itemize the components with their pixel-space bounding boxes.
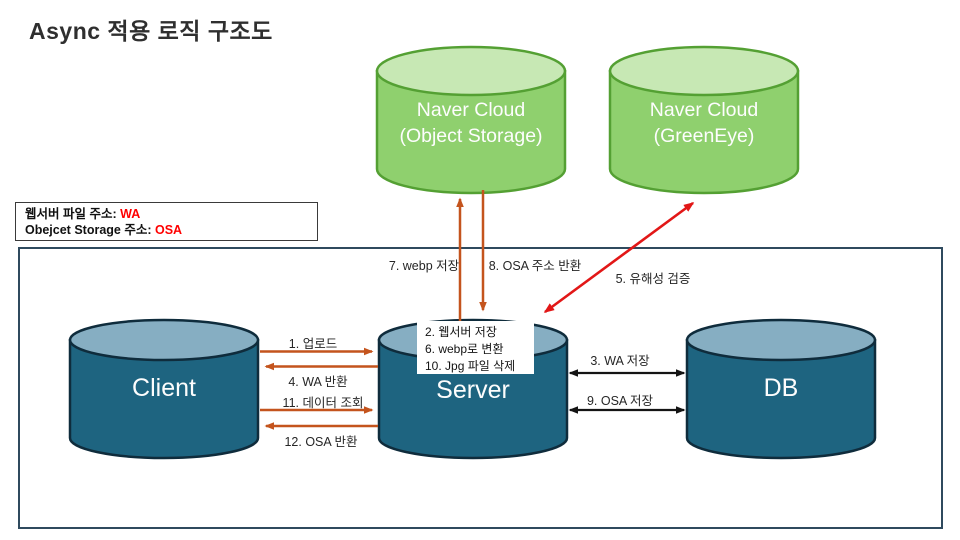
legend-webserver-label: 웹서버 파일 주소:: [25, 207, 117, 221]
cylinder-shape-object-storage: [375, 45, 567, 195]
server-note-line1: 2. 웹서버 저장: [425, 325, 497, 339]
edge-label-upload: 1. 업로드: [288, 337, 338, 351]
legend-storage-label: Obejcet Storage 주소:: [25, 223, 152, 238]
legend-webserver-value: WA: [120, 207, 141, 221]
edge-label-webp-save: 7. webp 저장: [388, 259, 460, 273]
node-client: Client: [68, 318, 260, 460]
edge-label-wa-save: 3. WA 저장: [590, 354, 650, 368]
page-title: Async 적용 로직 구조도: [29, 18, 273, 44]
server-note-line3: 10. Jpg 파일 삭제: [425, 359, 516, 374]
legend-storage-value: OSA: [154, 223, 183, 238]
node-db: DB: [685, 318, 877, 460]
legend-line-webserver: 웹서버 파일 주소: WA: [25, 206, 308, 222]
edge-label-wa-return: 4. WA 반환: [288, 375, 348, 389]
legend-box: 웹서버 파일 주소: WA Obejcet Storage 주소: OSA: [15, 202, 318, 241]
node-object-storage: Naver Cloud (Object Storage): [375, 45, 567, 195]
edge-label-osa-return: 12. OSA 반환: [284, 435, 358, 449]
edge-label-osa-save: 9. OSA 저장: [586, 394, 654, 408]
cylinder-shape-greeneye: [608, 45, 800, 195]
legend-line-storage: Obejcet Storage 주소: OSA: [25, 222, 308, 238]
cylinder-shape-client: [68, 318, 260, 460]
edge-label-harmful-check: 5. 유해성 검증: [615, 272, 691, 286]
edge-label-data-query: 11. 데이터 조회: [282, 396, 364, 410]
cylinder-shape-db: [685, 318, 877, 460]
node-greeneye: Naver Cloud (GreenEye): [608, 45, 800, 195]
server-note-line2: 6. webp로 변환: [425, 342, 504, 357]
server-note-box: 2. 웹서버 저장 6. webp로 변환 10. Jpg 파일 삭제: [417, 321, 534, 374]
edge-label-osa-addr-return: 8. OSA 주소 반환: [488, 259, 582, 273]
system-boundary-box: [18, 247, 943, 529]
